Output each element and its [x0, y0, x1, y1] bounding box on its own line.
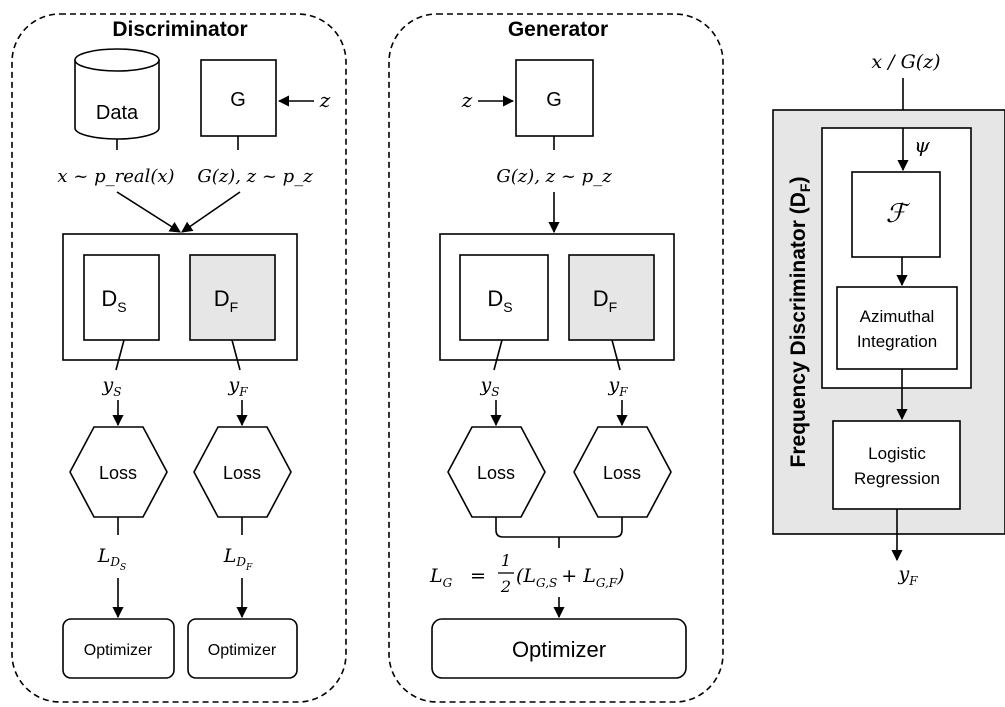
- azimuthal-line1: Azimuthal: [860, 307, 935, 326]
- fourier-transform-box: [851, 171, 941, 258]
- svg-text:1: 1: [501, 551, 511, 570]
- discriminator-panel: Discriminator Data G z x ~ p_real(x) G(z…: [11, 13, 347, 703]
- optimizer-s-box: [62, 618, 175, 679]
- real-to-discriminator-arrow: [116, 191, 181, 233]
- svg-text:=: =: [470, 565, 486, 587]
- azimuthal-integration-box: [836, 286, 958, 370]
- svg-text:(LG,S+ LG,F): (LG,S+ LG,F): [516, 565, 625, 590]
- generator-optimizer-box: [431, 618, 687, 679]
- azimuthal-line2: Integration: [857, 332, 937, 351]
- ldf-label: LDF: [223, 545, 253, 573]
- generator-ds-label: DS: [487, 286, 512, 315]
- generator-loss-s-hexagon: [447, 426, 546, 518]
- generator-df-box: [568, 254, 655, 341]
- data-label: Data: [96, 102, 139, 124]
- ds-output-connector: [115, 339, 125, 371]
- real-distribution-label: x ~ p_real(x): [57, 166, 174, 187]
- frequency-title: Frequency Discriminator (DF): [787, 177, 813, 468]
- discriminator-title: Discriminator: [112, 18, 247, 41]
- fake-to-discriminator-arrow: [181, 191, 241, 233]
- generator-title: Generator: [508, 18, 608, 41]
- generator-z-label: z: [461, 88, 473, 112]
- generator-loss-f-hexagon: [573, 426, 672, 518]
- frequency-discriminator-label: DF: [214, 286, 238, 315]
- df-output-connector: [231, 339, 241, 371]
- generator-box-label: G: [230, 89, 246, 111]
- optimizer-s-label: Optimizer: [84, 642, 153, 659]
- generator-g-box: [515, 59, 594, 137]
- psi-label: ψ: [914, 133, 930, 157]
- svg-text:2: 2: [500, 577, 511, 596]
- generator-loss-formula: LG = 1 2 (LG,S+ LG,F): [429, 551, 625, 596]
- generator-ys-label: yS: [480, 374, 500, 399]
- lds-label: LDS: [97, 545, 126, 573]
- generator-panel: Generator z G G(z), z ~ p_z DS DF yS yF …: [388, 13, 724, 703]
- svg-text:LG: LG: [429, 565, 453, 590]
- loss-f-label: Loss: [223, 463, 261, 483]
- loss-s-label: Loss: [99, 463, 137, 483]
- generator-g-label: G: [546, 89, 562, 111]
- spatial-discriminator-label: DS: [101, 286, 126, 315]
- frequency-input-label: x / G(z): [871, 51, 940, 73]
- frequency-yf-label: yF: [897, 563, 918, 588]
- spatial-discriminator-box: [83, 254, 160, 341]
- optimizer-f-label: Optimizer: [208, 642, 277, 659]
- logistic-regression-box: [832, 420, 961, 510]
- logistic-line2: Regression: [854, 469, 940, 488]
- generator-df-label: DF: [593, 286, 617, 315]
- generator-loss-s-label: Loss: [477, 463, 515, 483]
- logistic-line1: Logistic: [868, 444, 926, 463]
- frequency-discriminator-panel: x / G(z) Frequency Discriminator (DF) ψ …: [772, 51, 1005, 588]
- z-input-label: z: [319, 88, 331, 112]
- generator-ds-output-connector: [493, 339, 503, 371]
- data-cylinder-icon: [74, 48, 160, 140]
- generated-distribution-label: G(z), z ~ p_z: [197, 166, 313, 187]
- yf-label: yF: [227, 374, 248, 399]
- generator-df-output-connector: [611, 339, 621, 371]
- ys-label: yS: [102, 374, 122, 399]
- generator-loss-f-label: Loss: [603, 463, 641, 483]
- generator-optimizer-label: Optimizer: [512, 637, 606, 662]
- frequency-discriminator-box: [189, 254, 276, 341]
- loss-f-hexagon: [193, 426, 292, 518]
- generator-yf-label: yF: [607, 374, 628, 399]
- generator-distribution-label: G(z), z ~ p_z: [496, 166, 612, 187]
- loss-s-hexagon: [69, 426, 168, 518]
- loss-combine-bracket: [495, 517, 623, 538]
- generator-ds-box: [459, 254, 549, 341]
- optimizer-f-box: [187, 618, 298, 679]
